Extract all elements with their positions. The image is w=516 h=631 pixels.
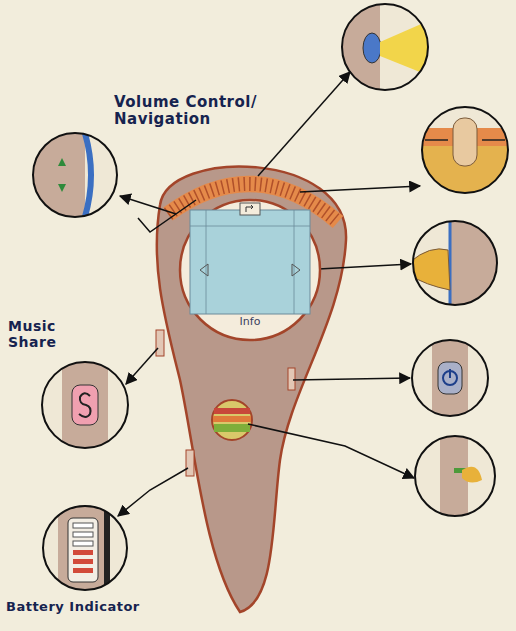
color-dial <box>212 400 252 440</box>
callout-label: Volume Control/ Navigation <box>114 94 264 129</box>
volume-detail <box>30 130 120 220</box>
screen-label: Info <box>237 315 264 328</box>
flashlight-detail <box>340 0 430 92</box>
side-button <box>186 450 194 476</box>
side-button <box>156 330 164 356</box>
power-detail <box>410 338 492 420</box>
side-button <box>288 368 295 390</box>
battery-detail <box>40 503 130 593</box>
share-detail <box>40 360 130 450</box>
screen-circle: Info <box>178 198 322 342</box>
clip-detail <box>410 218 500 308</box>
device-body <box>157 166 346 612</box>
latch-detail <box>414 435 498 519</box>
thumb-detail <box>420 105 510 196</box>
callout-label: Battery Indicator <box>6 600 226 615</box>
leader-arrows <box>118 72 420 516</box>
callout-label: Music Share <box>8 318 72 350</box>
